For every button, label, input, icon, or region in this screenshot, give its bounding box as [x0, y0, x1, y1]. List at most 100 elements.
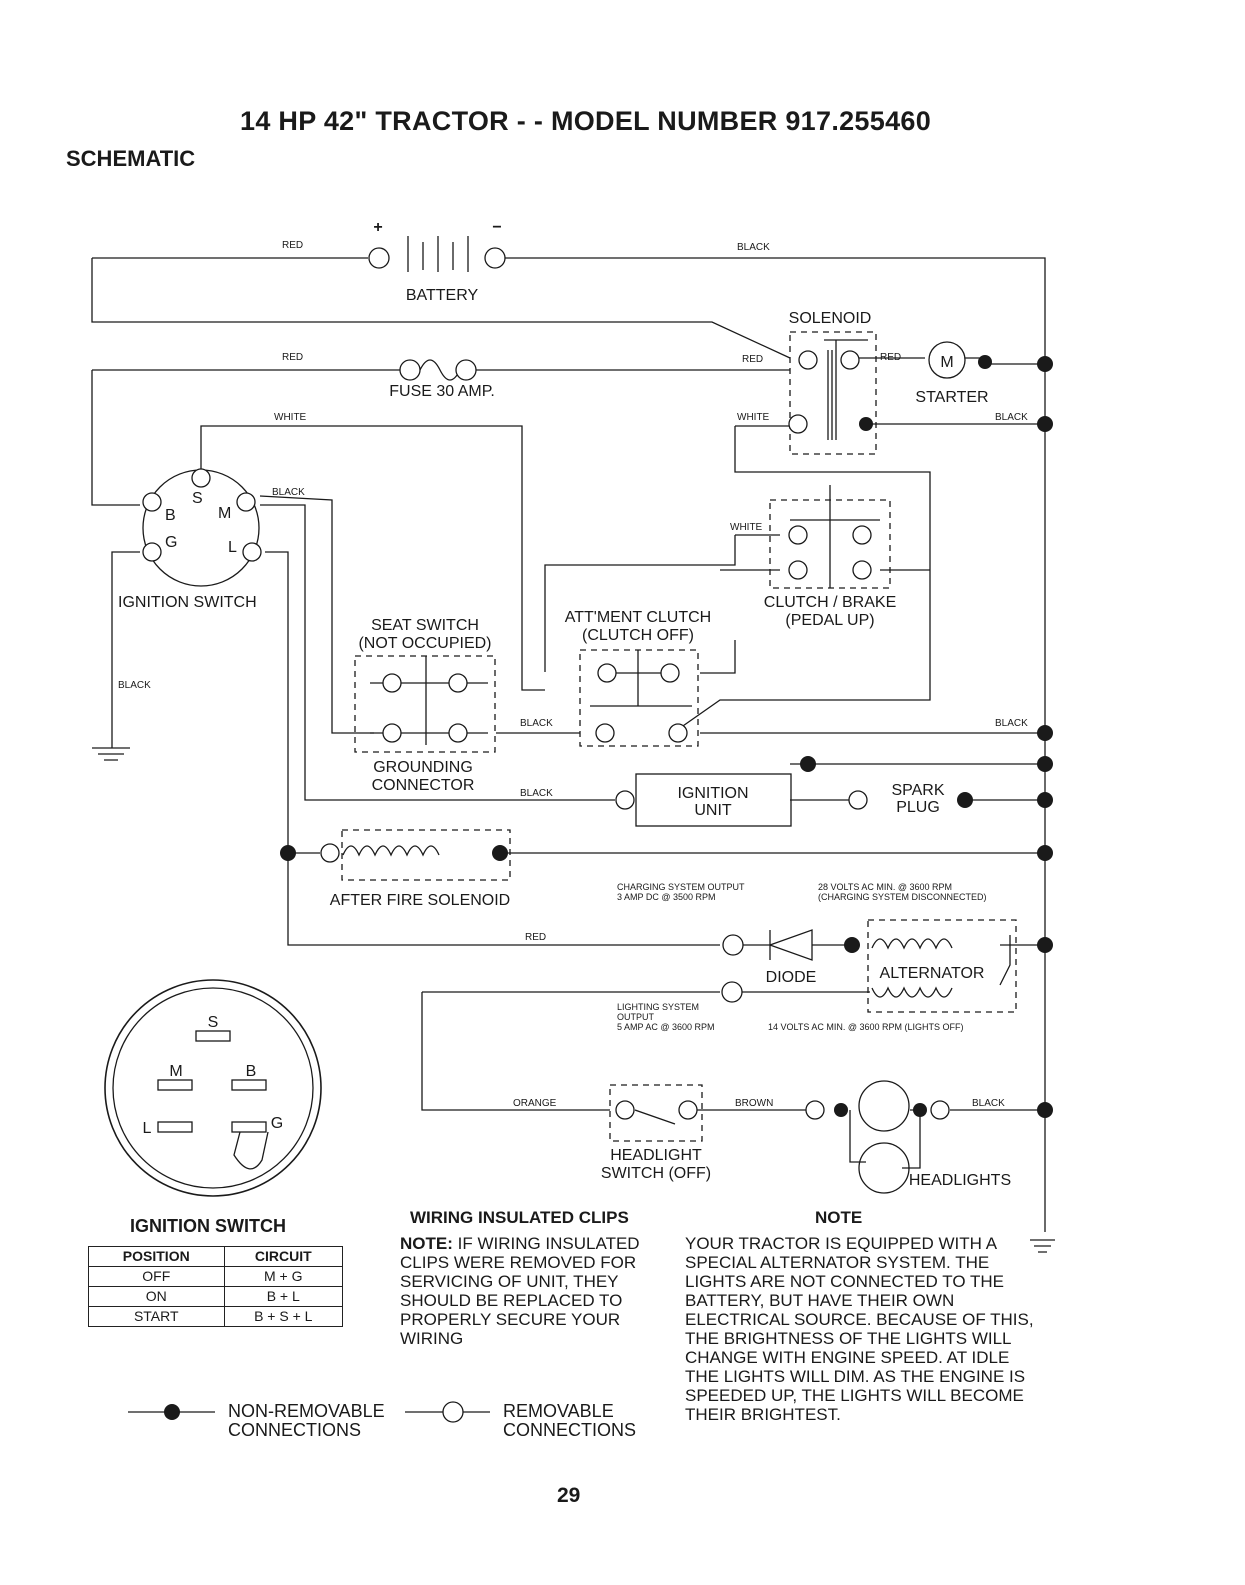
wire-red-battery: [91, 257, 791, 359]
wire-black-ground: [111, 551, 140, 748]
face-terminal-g: G: [271, 1115, 283, 1132]
terminal-s: S: [192, 490, 203, 507]
wire-red-charging: [265, 551, 720, 946]
wire-label-brown: BROWN: [735, 1098, 773, 1109]
wire-label-red: RED: [525, 932, 546, 943]
wire-label-black: BLACK: [118, 680, 151, 691]
table-cell: OFF: [88, 1266, 225, 1287]
legend-removable-line2: CONNECTIONS: [503, 1420, 637, 1440]
wire-label-black: BLACK: [995, 718, 1028, 729]
wire-label-red: RED: [742, 354, 763, 365]
grounding-connector-label: GROUNDING: [373, 759, 473, 776]
table-row: ON B + L: [88, 1286, 343, 1307]
ignition-unit-sublabel: UNIT: [694, 802, 732, 819]
battery-label: BATTERY: [406, 287, 479, 304]
face-terminal-b: B: [246, 1063, 257, 1080]
spark-plug-label: SPARK: [891, 782, 944, 799]
wire-label-black: BLACK: [737, 242, 770, 253]
wire-red-fuse: [91, 369, 790, 506]
headlight-switch-sublabel: SWITCH (OFF): [601, 1165, 711, 1182]
wire-label-white: WHITE: [737, 412, 770, 423]
terminal-g: G: [165, 534, 177, 551]
battery-plus: +: [373, 219, 382, 236]
table-header-row: POSITION CIRCUIT: [88, 1246, 343, 1267]
clutch-brake-sublabel: (PEDAL UP): [785, 612, 874, 629]
battery-minus: −: [492, 219, 501, 236]
headlights-label: HEADLIGHTS: [909, 1172, 1011, 1189]
wire-label-red: RED: [282, 352, 303, 363]
note-body: YOUR TRACTOR IS EQUIPPED WITH A SPECIAL …: [685, 1234, 1034, 1424]
spark-plug-sublabel: PLUG: [896, 799, 940, 816]
legend-non-removable-line1: NON-REMOVABLE: [228, 1401, 385, 1421]
page-title: 14 HP 42" TRACTOR - - MODEL NUMBER 917.2…: [240, 106, 932, 136]
wire-label-black: BLACK: [520, 718, 553, 729]
seat-switch-sublabel: (NOT OCCUPIED): [358, 635, 491, 652]
wire-label-white: WHITE: [730, 522, 763, 533]
wire-white-switch: [200, 425, 545, 691]
face-terminal-l: L: [143, 1120, 152, 1137]
starter-label: STARTER: [915, 389, 988, 406]
lighting-output-label2: OUTPUT: [617, 1012, 655, 1022]
ignition-unit-label: IGNITION: [677, 785, 748, 802]
wire-label-red: RED: [282, 240, 303, 251]
section-heading: SCHEMATIC: [66, 146, 196, 171]
terminal-b: B: [165, 507, 176, 524]
starter-motor-symbol: M: [940, 354, 953, 371]
clips-note-body: IF WIRING INSULATED CLIPS WERE REMOVED F…: [400, 1234, 640, 1348]
clutch-brake-label: CLUTCH / BRAKE: [764, 594, 896, 611]
seat-switch-label: SEAT SWITCH: [371, 617, 479, 634]
clips-note-label: NOTE:: [400, 1234, 453, 1253]
diode-label: DIODE: [766, 969, 817, 986]
ignition-switch-label: IGNITION SWITCH: [118, 594, 257, 611]
after-fire-solenoid-label: AFTER FIRE SOLENOID: [330, 892, 510, 909]
attment-clutch-label: ATT'MENT CLUTCH: [565, 609, 711, 626]
table-cell: M + G: [223, 1266, 343, 1287]
ignition-switch-table: POSITION CIRCUIT OFF M + G ON B + L STAR…: [88, 1246, 343, 1327]
alternator-label: ALTERNATOR: [880, 965, 985, 982]
face-terminal-m: M: [169, 1063, 182, 1080]
charging-output-value: 3 AMP DC @ 3500 RPM: [617, 892, 716, 902]
clips-note: NOTE: IF WIRING INSULATED CLIPS WERE REM…: [400, 1234, 675, 1348]
volts28-sublabel: (CHARGING SYSTEM DISCONNECTED): [818, 892, 987, 902]
wire-label-black: BLACK: [995, 412, 1028, 423]
legend-non-removable-line2: CONNECTIONS: [228, 1420, 362, 1440]
table-cell: ON: [88, 1286, 225, 1307]
volts28-label: 28 VOLTS AC MIN. @ 3600 RPM: [818, 882, 952, 892]
wire-label-black: BLACK: [272, 487, 305, 498]
table-header: POSITION: [88, 1246, 225, 1267]
wire-label-black: BLACK: [972, 1098, 1005, 1109]
table-row: OFF M + G: [88, 1266, 343, 1287]
legend-non-removable: NON-REMOVABLE CONNECTIONS: [228, 1402, 385, 1440]
ignition-switch-face: [104, 979, 322, 1197]
headlight-switch-label: HEADLIGHT: [610, 1147, 702, 1164]
ignition-table-title: IGNITION SWITCH: [130, 1216, 286, 1236]
solenoid-label: SOLENOID: [789, 310, 872, 327]
fuse-label: FUSE 30 AMP.: [389, 383, 495, 400]
wire-black-ignition-unit: [260, 504, 615, 801]
legend-removable: REMOVABLE CONNECTIONS: [503, 1402, 636, 1440]
table-cell: START: [88, 1306, 225, 1327]
page-number: 29: [557, 1484, 581, 1507]
removable-connections: [142, 247, 950, 1423]
non-removable-connections: [164, 355, 1053, 1420]
wire-label-orange: ORANGE: [513, 1098, 557, 1109]
table-cell: B + L: [223, 1286, 343, 1307]
lighting-output-value: 5 AMP AC @ 3600 RPM: [617, 1022, 715, 1032]
legend-removable-line1: REMOVABLE: [503, 1401, 614, 1421]
table-header: CIRCUIT: [223, 1246, 343, 1267]
wire-label-white: WHITE: [274, 412, 307, 423]
grounding-connector-sublabel: CONNECTOR: [372, 777, 475, 794]
face-terminal-s: S: [208, 1014, 219, 1031]
volts14-label: 14 VOLTS AC MIN. @ 3600 RPM (LIGHTS OFF): [768, 1022, 964, 1032]
clips-heading: WIRING INSULATED CLIPS: [410, 1208, 629, 1227]
wire-black-ground-bus: [505, 257, 1046, 1232]
table-row: START B + S + L: [88, 1306, 343, 1327]
lighting-output-label: LIGHTING SYSTEM: [617, 1002, 699, 1012]
wire-white-solenoid: [679, 425, 931, 729]
note-heading: NOTE: [815, 1208, 863, 1227]
attment-clutch-sublabel: (CLUTCH OFF): [582, 627, 694, 644]
terminal-l: L: [228, 539, 237, 556]
terminal-m: M: [218, 505, 231, 522]
wire-label-red: RED: [880, 352, 901, 363]
